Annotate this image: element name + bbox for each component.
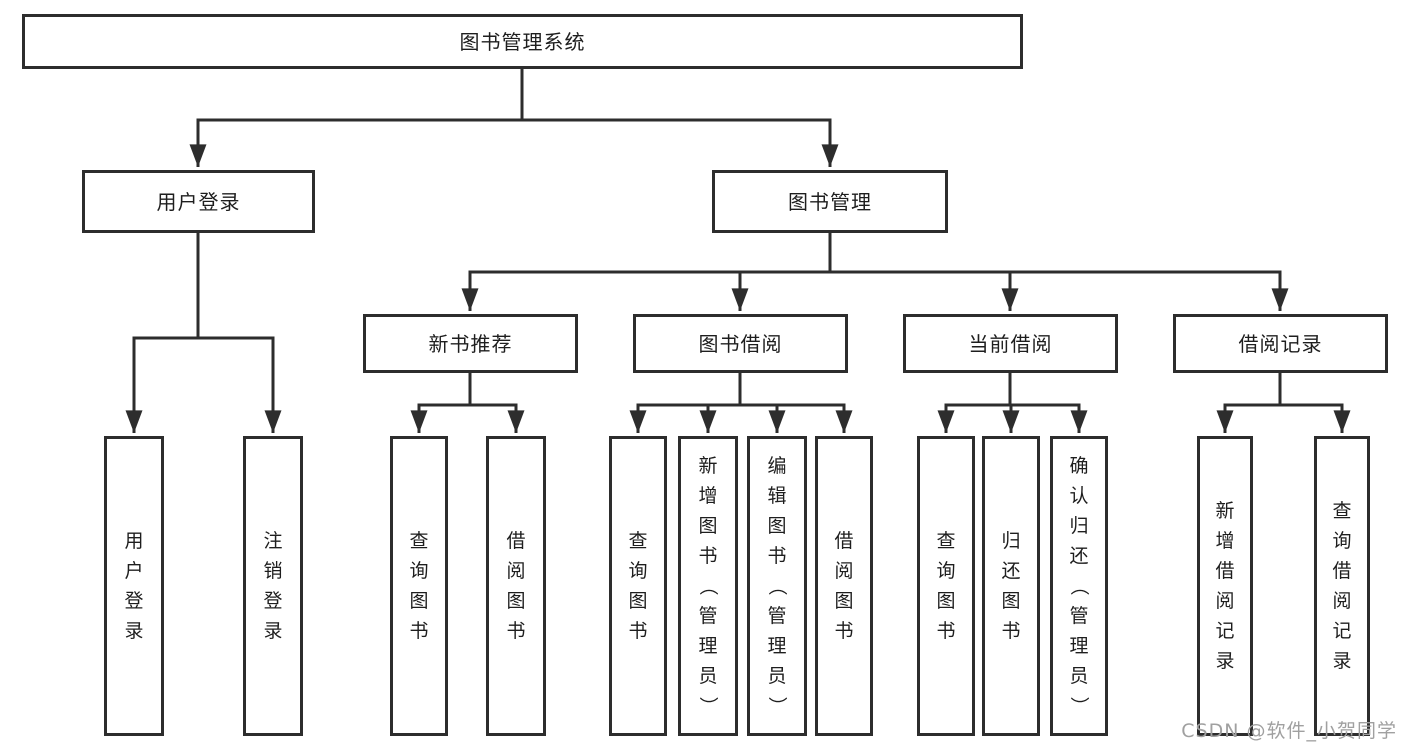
leaf-confirm-return-admin: 确认归还（管理员） <box>1050 436 1108 736</box>
leaf-query-books-current: 查询图书 <box>917 436 975 736</box>
leaf-user-login: 用户登录 <box>104 436 164 736</box>
node-borrowing-records: 借阅记录 <box>1173 314 1388 373</box>
leaf-query-books-rec: 查询图书 <box>390 436 448 736</box>
leaf-edit-books-admin: 编辑图书（管理员） <box>747 436 807 736</box>
node-user-login: 用户登录 <box>82 170 315 233</box>
leaf-add-borrow-record: 新增借阅记录 <box>1197 436 1253 736</box>
node-book-borrowing: 图书借阅 <box>633 314 848 373</box>
leaf-query-books-borrow: 查询图书 <box>609 436 667 736</box>
node-new-book-recommendation: 新书推荐 <box>363 314 578 373</box>
node-current-borrowing: 当前借阅 <box>903 314 1118 373</box>
leaf-query-borrow-record: 查询借阅记录 <box>1314 436 1370 736</box>
node-book-management: 图书管理 <box>712 170 948 233</box>
node-book-management-system: 图书管理系统 <box>22 14 1023 69</box>
leaf-add-books-admin: 新增图书（管理员） <box>678 436 738 736</box>
csdn-watermark: CSDN @软件_小贺同学 <box>1181 720 1397 742</box>
leaf-borrow-books: 借阅图书 <box>815 436 873 736</box>
leaf-logout: 注销登录 <box>243 436 303 736</box>
leaf-return-books: 归还图书 <box>982 436 1040 736</box>
leaf-borrow-books-rec: 借阅图书 <box>486 436 546 736</box>
